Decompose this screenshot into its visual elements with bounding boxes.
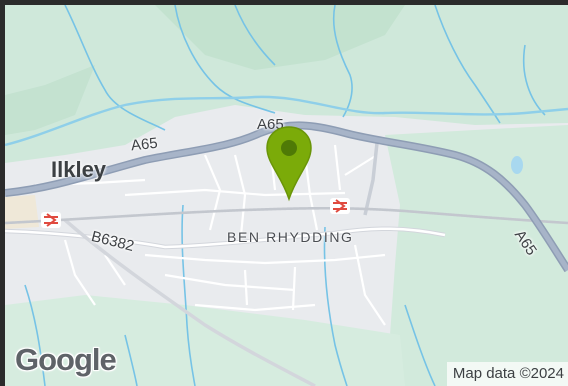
google-logo[interactable]: Google: [15, 342, 117, 377]
woodland-east: [385, 125, 568, 386]
road-south: [63, 218, 316, 386]
map-attribution[interactable]: Map data ©2024: [446, 362, 568, 386]
woodland-south: [5, 295, 405, 386]
rail-station-icon[interactable]: [41, 212, 61, 228]
location-pin-icon[interactable]: [263, 123, 315, 203]
map-view[interactable]: A65 A65 A65 B6382 Ilkley BEN RHYDDING Go…: [5, 5, 568, 386]
map-canvas[interactable]: [5, 5, 568, 386]
road-east-link: [363, 142, 379, 216]
road-label-a65-north: A65: [257, 116, 284, 133]
rail-station-icon[interactable]: [330, 198, 350, 214]
road-b6382-fill: [5, 227, 446, 249]
woodland-north: [5, 5, 568, 163]
railway-line: [5, 206, 568, 225]
road-label-a65-west: A65: [130, 134, 159, 155]
woodland-north-dark: [155, 5, 405, 70]
place-label-ben-rhydding: BEN RHYDDING: [227, 229, 354, 245]
woodland-patch-west: [5, 65, 95, 135]
pond: [511, 156, 523, 174]
place-label-ilkley: Ilkley: [51, 157, 107, 182]
water-streams: [24, 5, 546, 386]
minor-streets: [34, 144, 386, 326]
road-a65-core: [5, 123, 568, 272]
river-wharfe: [5, 95, 568, 147]
